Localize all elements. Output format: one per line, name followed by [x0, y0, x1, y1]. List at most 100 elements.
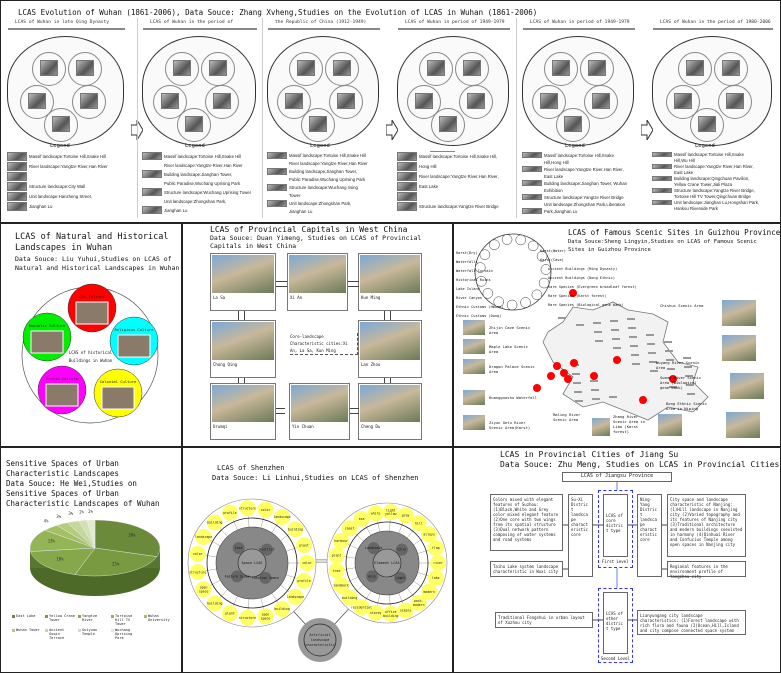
legend-item: East Lake: [419, 184, 439, 189]
legend-item: Hong Hill: [419, 164, 437, 169]
county-label: [669, 386, 677, 388]
city-name: Lan Zhou: [361, 362, 381, 367]
legend-thumbnail: [267, 168, 287, 175]
sub-node-label: Function Space: [252, 576, 279, 580]
legend-item: Building landscape:Jianghan Tower, Wuhan: [544, 181, 627, 186]
county-label: [687, 393, 695, 395]
ring-node: [239, 500, 256, 517]
ring-label: simple: [400, 609, 412, 613]
ring-node: [382, 605, 399, 622]
legend-thumbnail: [267, 184, 287, 191]
city-photo: [360, 322, 420, 360]
scenic-site-marker: [553, 362, 561, 370]
legend-heading: Legend: [310, 143, 330, 149]
county-label: [593, 322, 601, 324]
suxi-box: Su-Xi District landscape characteristic …: [568, 494, 593, 577]
legend-item: River landscape:Yangtze River,Han River,: [674, 164, 754, 169]
pie-legend-item: Guiyuan Temple: [78, 628, 111, 640]
connector: [348, 281, 359, 287]
legend-thumbnail: [7, 172, 27, 181]
ring-node: [287, 521, 304, 538]
taihu-box: Taihu Lake system landscape characterist…: [490, 561, 563, 577]
landscape-photo: [173, 60, 191, 76]
legend-item: [419, 192, 499, 202]
ring-node: [397, 602, 414, 619]
scenic-site-marker: [533, 384, 541, 392]
ring-label: color: [302, 561, 312, 565]
county-label: [613, 347, 621, 349]
ring-node: [221, 605, 238, 622]
site-label: Wuyang River Scenic Area: [656, 360, 700, 370]
site-photo: [730, 373, 764, 399]
core-type-box: LCAS of core district type: [603, 494, 628, 557]
legend-thumbnail: [652, 164, 672, 169]
legend-thumbnail: [142, 170, 162, 178]
county-label: [664, 341, 672, 343]
ring-label: tree: [333, 569, 341, 573]
ring-label: landscape: [195, 535, 212, 539]
inner-circle: [153, 85, 187, 119]
culture-label: Republic Culture: [29, 323, 66, 328]
natural-panel: [0, 222, 183, 448]
county-label: [648, 352, 656, 354]
connector: [238, 311, 245, 320]
inner-circle: [431, 108, 465, 142]
pie-legend-label: Wuhan Tower: [16, 628, 40, 632]
connector: [384, 311, 391, 320]
jiangsu-title: LCAS in Provincial Cities of Jiang Su: [500, 450, 679, 459]
legend-list: Massif landscape:Tortoise Hill,Snake Hil…: [29, 152, 108, 212]
ring-label: harbour: [334, 539, 348, 543]
ring-node: [195, 581, 212, 598]
legend-thumbnail: [142, 152, 162, 160]
legend-thumbnail: [267, 152, 287, 159]
county-label: [576, 324, 584, 326]
ring-label: sea: [359, 517, 365, 521]
ring-label: River Canyon: [456, 296, 482, 300]
ring-node: [299, 555, 315, 571]
county-label: [594, 331, 602, 333]
legend-thumbnail: [142, 206, 162, 214]
legend-item: Unit landscape:Hanzheng Street,: [29, 194, 93, 199]
ring-node: [206, 514, 223, 531]
title-underline: [523, 28, 635, 30]
legend-swatch: [45, 628, 48, 632]
legend-thumbnail: [267, 200, 287, 207]
county-label: [609, 396, 617, 398]
element-lcas-core-label: Element LCAS: [374, 561, 399, 565]
city-name: Urumqi: [213, 424, 228, 429]
legend-thumbnail: [7, 182, 27, 191]
ring-node: [367, 604, 384, 621]
legend-swatch: [45, 614, 48, 618]
landscape-photo: [209, 60, 227, 76]
legend-swatch: [12, 614, 15, 618]
legend-item: Structure landscape:Yangtze River Bridge: [544, 195, 624, 200]
legend-item: Building landscape:Qingchuan Pavilion,: [674, 176, 750, 181]
culture-label: Religious Culture: [115, 327, 155, 332]
legend-item: Building landscape:Jianghan Tower,: [164, 172, 233, 177]
sub-node: [394, 571, 407, 584]
ring-label: Lake Island: [456, 287, 480, 291]
city-photo: [360, 255, 420, 293]
ring-label: Ancient Buildings (Dong Ethnic): [548, 276, 616, 280]
connector: [350, 408, 359, 414]
second-level-group: [598, 588, 633, 663]
legend-thumbnail: [397, 152, 417, 161]
pie-legend-label: Tortoise Hill TV Tower: [115, 614, 133, 626]
county-label: [665, 350, 673, 352]
legend-item: Structure landscape:Yangtze River Bridge: [419, 204, 499, 209]
ring-node: [501, 234, 513, 245]
site-photo: [722, 335, 756, 361]
landscape-photo: [161, 93, 179, 109]
ring-node: [239, 609, 256, 626]
legend-item: Massif landscape:Tortoise Hill,Snake: [674, 152, 744, 157]
county-label: [573, 382, 581, 384]
arrow-right-icon: [641, 120, 653, 140]
legend-thumbnail: [397, 172, 417, 181]
legend-item: Unit landscape:Zhongshan Park,Liberation: [544, 202, 626, 207]
landscape-photo: [39, 60, 58, 76]
landscape-photo: [698, 116, 716, 132]
legend-item: Unit landscape:Jianghan Lu,Hongshan Park…: [674, 200, 760, 205]
county-label: [558, 317, 566, 319]
legend-thumbnail: [142, 188, 162, 196]
